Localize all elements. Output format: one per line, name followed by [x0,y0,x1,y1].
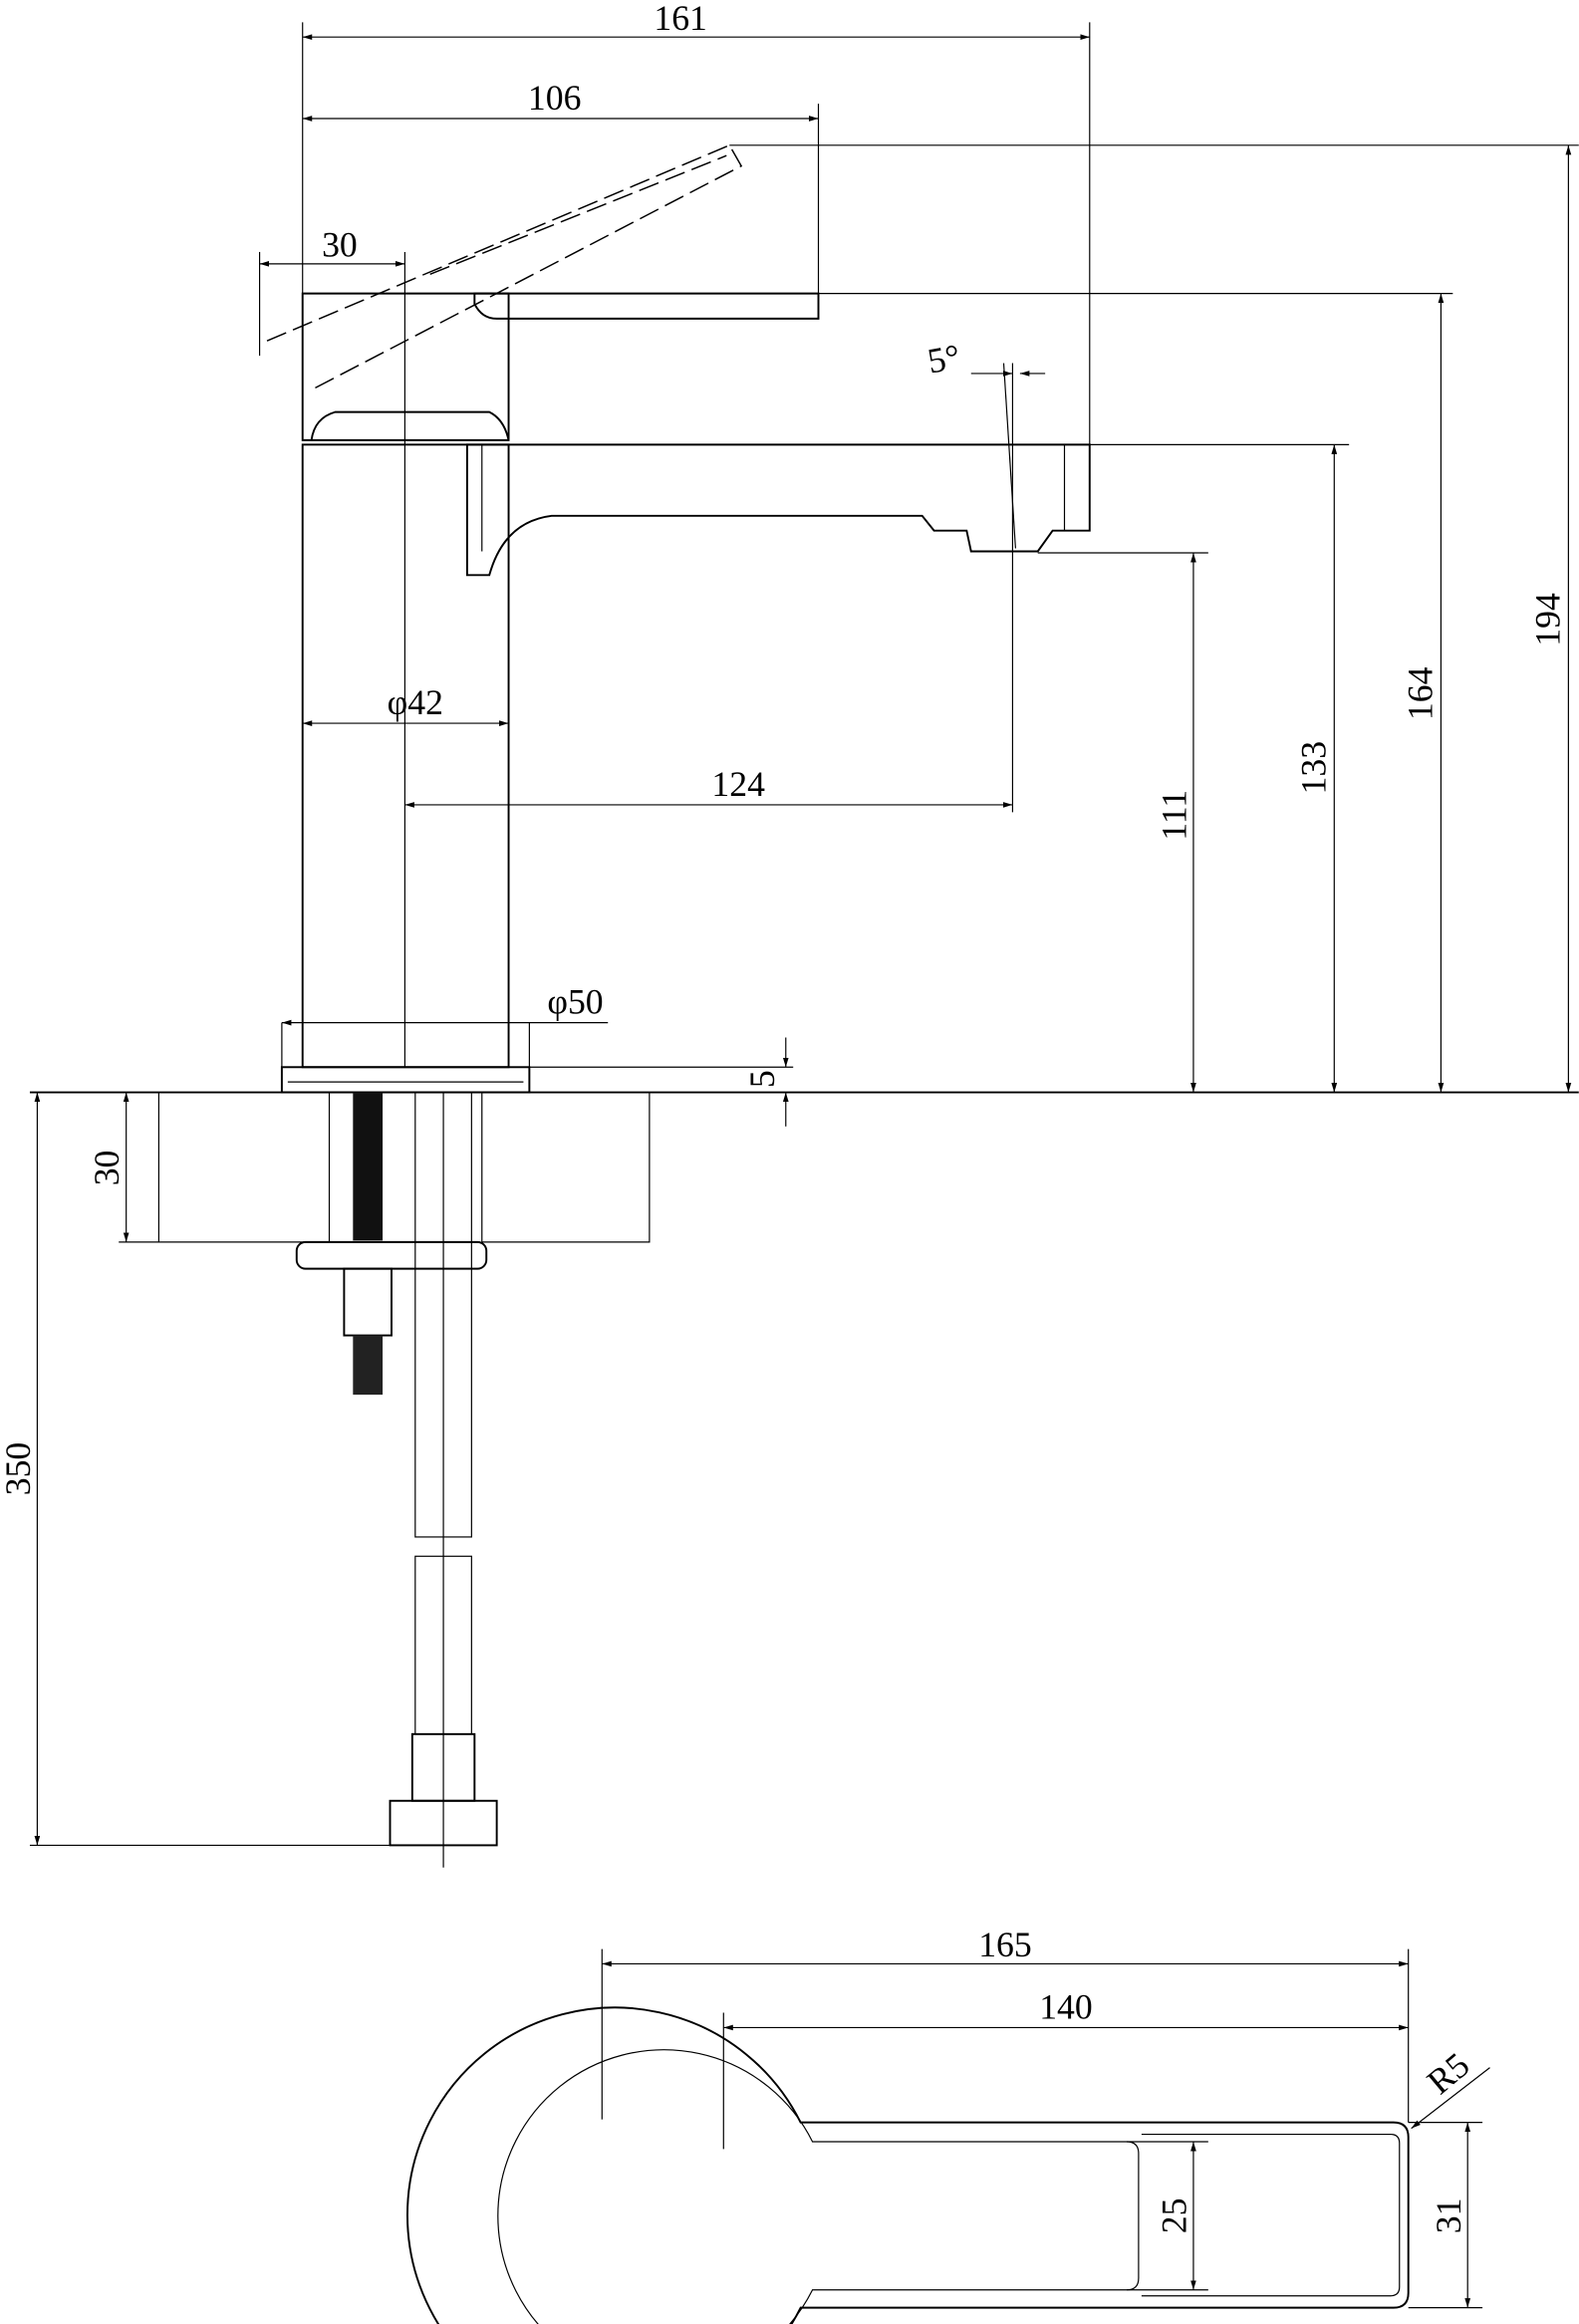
plan-view [406,1948,1490,2324]
dim-30-counter: 30 [87,1151,127,1186]
mounting-hardware [295,1091,498,1868]
dim-angle: 5° [924,337,963,382]
dim-161: 161 [654,0,707,38]
dim-350: 350 [0,1442,38,1496]
dim-r5: R5 [1420,2045,1477,2102]
dim-25: 25 [1155,2198,1194,2234]
dim-124: 124 [711,764,765,804]
dim-111: 111 [1155,790,1194,841]
dim-106: 106 [528,78,582,118]
countertop [29,1091,1579,1243]
dim-164: 164 [1400,666,1440,720]
dim-phi50: φ50 [547,982,603,1022]
dim-140: 140 [1039,1986,1093,2026]
dim-133: 133 [1293,741,1333,795]
dim-5: 5 [742,1070,782,1088]
dimension-lines [34,34,1572,1846]
dim-30-handle: 30 [322,224,358,264]
dim-phi42: φ42 [388,682,443,722]
extension-lines [29,22,1579,1847]
dim-165: 165 [978,1925,1032,1964]
dim-31: 31 [1429,2198,1468,2234]
faucet-body [266,143,1091,1094]
dim-194: 194 [1527,593,1567,646]
dimension-labels: 161 106 30 5° φ42 124 φ50 5 111 133 164 … [0,0,1567,2233]
